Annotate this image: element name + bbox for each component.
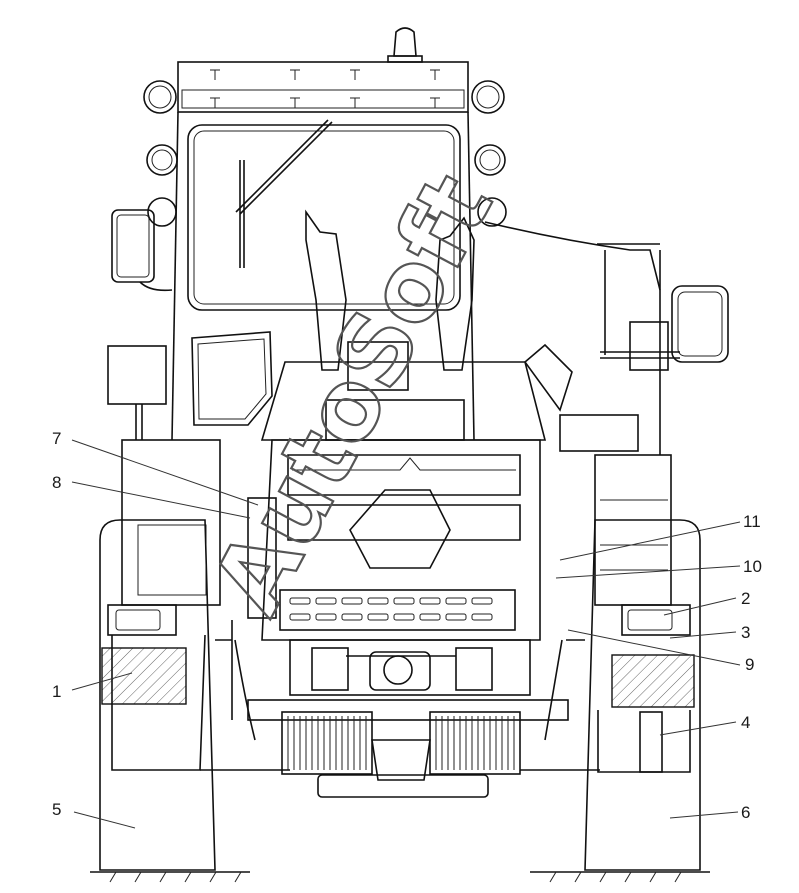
callout-7: 7 [52, 429, 61, 448]
ground-line [90, 871, 710, 883]
right-rear-wheel [566, 519, 701, 871]
work-lights [143, 80, 507, 227]
rear-hitch-assembly [200, 639, 600, 798]
left-hatched-guard [101, 647, 187, 705]
radiator-grille [261, 439, 541, 641]
callout-9: 9 [745, 655, 754, 674]
right-mirror [484, 221, 729, 455]
right-tail-lamp [621, 604, 691, 636]
left-rear-wheel [99, 519, 233, 871]
leader-lines [71, 439, 741, 829]
callout-1: 1 [52, 682, 61, 701]
right-equipment [559, 321, 680, 606]
callout-4: 4 [741, 713, 750, 732]
left-tail-lamp [107, 604, 177, 636]
control-levers [305, 209, 475, 371]
grille-vents [289, 597, 493, 621]
roof-bolts [210, 69, 440, 108]
callout-5: 5 [52, 800, 61, 819]
right-hatched-guard [611, 654, 695, 708]
cab [171, 27, 475, 441]
callout-6: 6 [741, 803, 750, 822]
ballast-fins [287, 716, 515, 770]
callout-3: 3 [741, 623, 750, 642]
callout-10: 10 [743, 557, 762, 576]
rear-wiper [235, 119, 333, 268]
left-mirror [111, 209, 173, 292]
callout-11: 11 [743, 512, 761, 531]
callout-2: 2 [741, 589, 750, 608]
beacon-light [387, 27, 423, 63]
callout-8: 8 [52, 473, 61, 492]
callout-labels: 1 2 3 4 5 6 7 8 9 10 11 [52, 429, 762, 822]
